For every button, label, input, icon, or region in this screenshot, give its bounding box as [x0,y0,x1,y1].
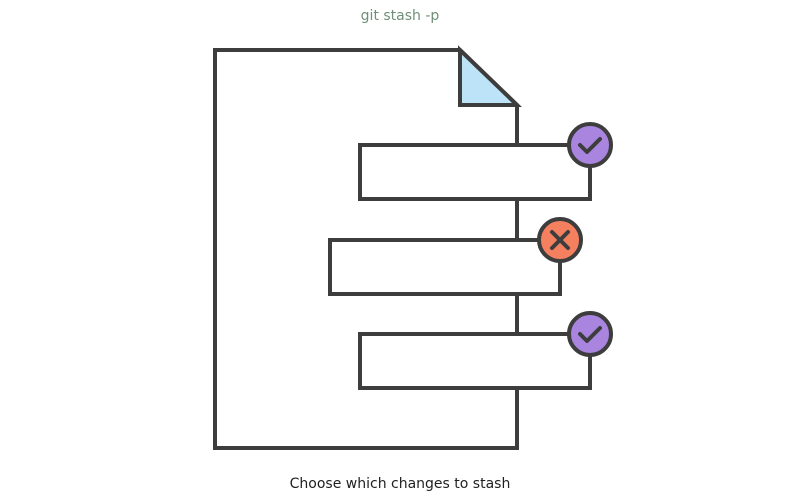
hunk-2 [328,217,583,296]
page-fold-corner [458,45,522,107]
hunk-3 [358,311,613,390]
diagram-caption: Choose which changes to stash [289,476,511,492]
check-icon [567,311,613,357]
hunk-box [328,238,562,296]
hunk-1 [358,122,613,201]
check-icon [567,122,613,168]
x-icon [537,217,583,263]
diagram-title: git stash -p [360,8,440,24]
hunk-box [358,332,592,390]
hunk-box [358,143,592,201]
